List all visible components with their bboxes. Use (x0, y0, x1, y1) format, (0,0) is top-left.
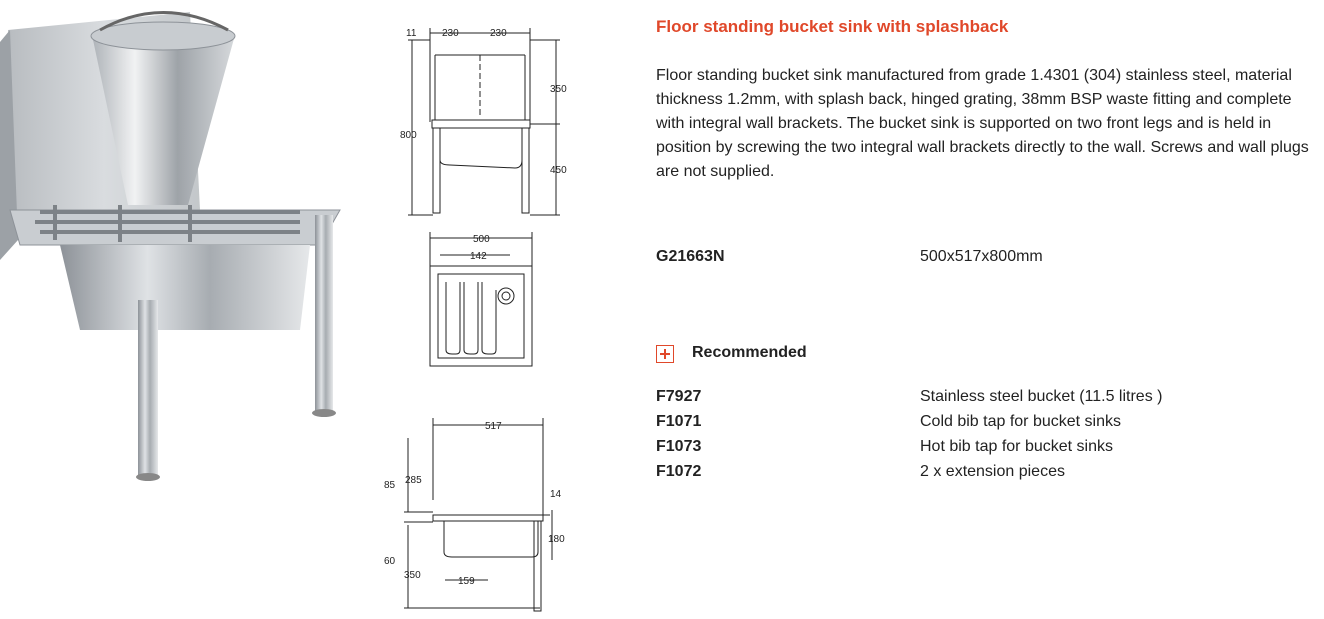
recommended-description: Hot bib tap for bucket sinks (920, 438, 1113, 455)
plus-icon (656, 345, 674, 363)
dim-side-350: 350 (404, 570, 421, 581)
front-elevation-drawing (408, 28, 560, 216)
recommended-code: F1071 (656, 413, 702, 430)
recommended-description: Stainless steel bucket (11.5 litres ) (920, 388, 1163, 405)
recommended-code: F1072 (656, 463, 702, 480)
recommended-description: Cold bib tap for bucket sinks (920, 413, 1121, 430)
dim-side-14: 14 (550, 489, 562, 500)
product-dimensions: 500x517x800mm (920, 248, 1043, 265)
recommended-description: 2 x extension pieces (920, 463, 1065, 480)
product-code: G21663N (656, 248, 725, 265)
top-plan-drawing (429, 232, 533, 367)
list-item: F1072 2 x extension pieces (656, 463, 1316, 488)
dim-side-159: 159 (458, 576, 475, 587)
dim-front-450: 450 (550, 165, 567, 176)
recommended-list: F7927 Stainless steel bucket (11.5 litre… (656, 388, 1316, 488)
list-item: F7927 Stainless steel bucket (11.5 litre… (656, 388, 1316, 413)
product-photo (0, 11, 341, 481)
dim-top-142: 142 (470, 251, 487, 262)
dim-front-230-left: 230 (442, 28, 459, 39)
list-item: F1073 Hot bib tap for bucket sinks (656, 438, 1316, 463)
dim-front-350: 350 (550, 84, 567, 95)
list-item: F1071 Cold bib tap for bucket sinks (656, 413, 1316, 438)
dim-front-230-right: 230 (490, 28, 507, 39)
technical-drawings: 11 230 230 350 800 450 500 142 517 285 8… (384, 28, 567, 612)
dim-side-285: 285 (405, 475, 422, 486)
product-description: Floor standing bucket sink manufactured … (656, 67, 1309, 180)
dim-front-800: 800 (400, 130, 417, 141)
dim-top-500: 500 (473, 234, 490, 245)
recommended-label: Recommended (692, 344, 807, 361)
dim-side-85: 85 (384, 480, 396, 491)
side-elevation-drawing (404, 418, 553, 612)
recommended-code: F7927 (656, 388, 702, 405)
dim-front-11: 11 (406, 28, 417, 39)
product-title: Floor standing bucket sink with splashba… (656, 17, 1009, 36)
dim-side-517: 517 (485, 421, 502, 432)
dim-side-180: 180 (548, 534, 565, 545)
recommended-code: F1073 (656, 438, 702, 455)
dim-side-60: 60 (384, 556, 396, 567)
product-spec-row: G21663N 500x517x800mm (656, 248, 1316, 272)
